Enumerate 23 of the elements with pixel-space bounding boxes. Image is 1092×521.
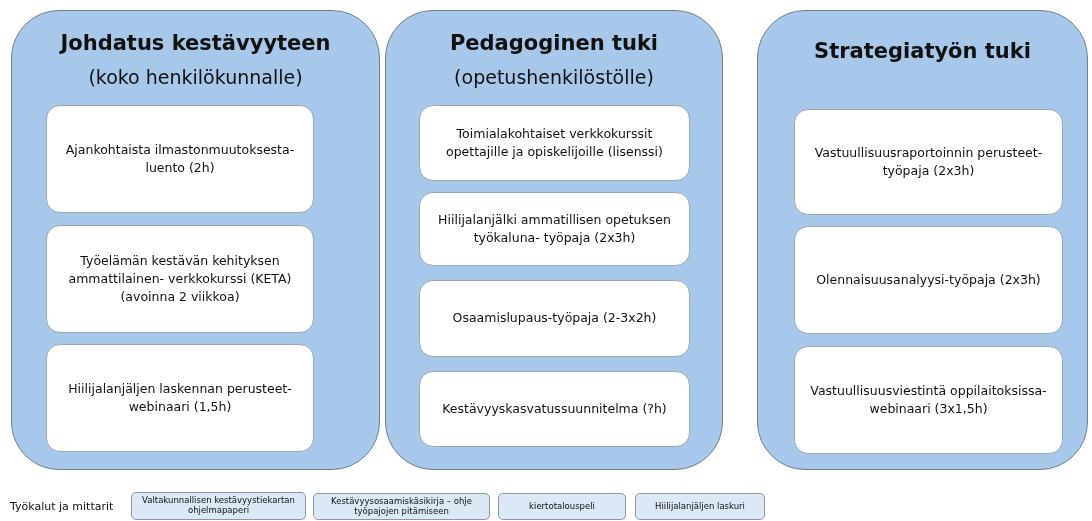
category-panel [385,10,723,470]
tool-box: Hiilijalanjäljen laskuri [635,493,765,520]
panel-heading: Pedagoginen tuki [448,31,660,55]
row-label: Työkalut ja mittarit [10,500,114,513]
activity-box: Ajankohtaista ilmastonmuutoksesta-luento (2h) [46,105,314,213]
activity-box: Hiilijalanjälki ammatillisen opetuksen työkaluna- työpaja (2x3h) [419,192,690,266]
panel-subheading: (opetushenkilöstölle) [453,66,655,88]
activity-box: Osaamislupaus-työpaja (2-3x2h) [419,280,690,357]
activity-box: Vastuullisuusviestintä oppilaitoksissa-webinaari (3x1,5h) [794,346,1063,454]
category-panel [757,10,1088,470]
activity-box: Hiilijalanjäljen laskennan perusteet-webinaari (1,5h) [46,344,314,452]
panel-subheading: (koko henkilökunnalle) [87,66,304,88]
activity-box: Vastuullisuusraportoinnin perusteet- työpaja (2x3h) [794,109,1063,215]
tool-box: Valtakunnallisen kestävyystiekartan ohjelmapaperi [131,492,306,520]
panel-heading: Johdatus kestävyyteen [58,31,332,55]
category-panel [11,10,380,470]
activity-box: Olennaisuusanalyysi-työpaja (2x3h) [794,226,1063,334]
activity-box: Työelämän kestävän kehityksen ammattilainen- verkkokurssi (KETA) (avoinna 2 viikkoa) [46,225,314,333]
activity-box: Kestävyyskasvatussuunnitelma (?h) [419,371,690,447]
activity-box: Toimialakohtaiset verkkokurssit opettajille ja opiskelijoille (lisenssi) [419,105,690,181]
tool-box: Kestävyysosaamiskäsikirja – ohje työpajojen pitämiseen [313,493,490,520]
panel-heading: Strategiatyön tuki [813,39,1032,63]
tool-box: kiertotalouspeli [498,493,626,520]
